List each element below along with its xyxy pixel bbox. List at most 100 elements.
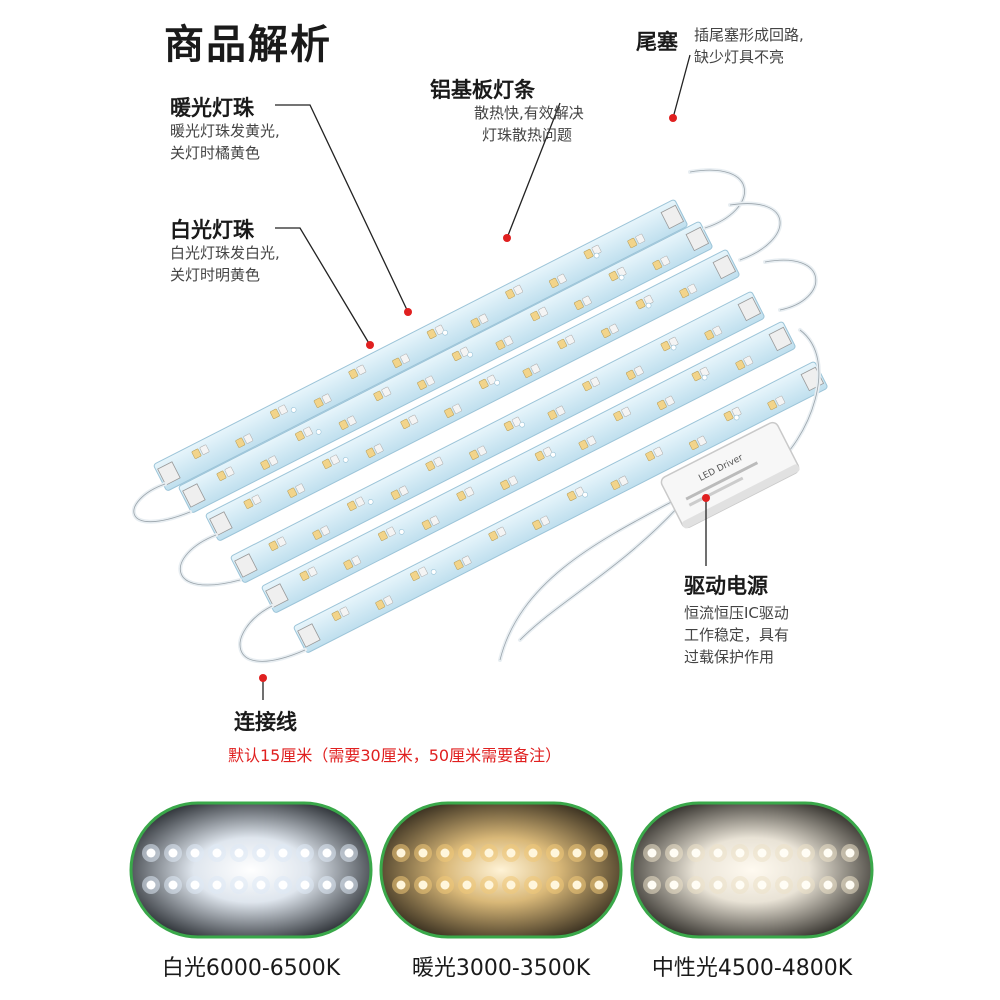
led-point (823, 848, 833, 858)
warm-led-bead (657, 399, 667, 410)
connector-wire (688, 168, 747, 230)
white-led-bead (565, 334, 575, 345)
warm-led-bead (425, 460, 436, 471)
warm-led-bead (691, 370, 702, 382)
white-led-bead (653, 446, 663, 457)
warm-led-bead (243, 498, 254, 509)
connector-wire (178, 533, 242, 587)
warm-led-bead (547, 409, 558, 420)
white-led-bead (712, 325, 723, 336)
aluminum-strip-desc-2: 灯珠散热问题 (482, 126, 573, 144)
warm-led-bead (601, 327, 611, 338)
white-led-bead (665, 395, 675, 406)
warm-led-bead (652, 259, 663, 271)
white-led-bead (582, 295, 592, 306)
warm-led-bead (549, 277, 559, 288)
white-led-bead (634, 365, 644, 376)
white-led-bead (383, 595, 394, 606)
driver-desc-3: 过载保护作用 (684, 648, 775, 666)
warm-led-bead (557, 338, 567, 350)
warm-led-bead (679, 287, 690, 299)
led-point (594, 880, 604, 890)
swatch-warm-white (379, 801, 623, 939)
led-point (168, 880, 178, 890)
led-strip-illustration: LED Driver (131, 54, 828, 700)
warm-led-bead (608, 270, 619, 282)
driver-heading: 驱动电源 (684, 574, 768, 598)
end-plug-desc-1: 插尾塞形成回路, (694, 26, 804, 44)
white-led-bead (434, 324, 445, 335)
white-led-bead (478, 313, 489, 324)
swatch-label-warm: 暖光3000-3500K (411, 956, 591, 981)
led-point (691, 880, 701, 890)
warm-led-bead (505, 288, 515, 300)
end-plug-heading: 尾塞 (636, 30, 678, 54)
led-point (823, 880, 833, 890)
led-strip (205, 249, 740, 541)
led-point (418, 880, 428, 890)
led-point (757, 848, 767, 858)
led-point (256, 880, 266, 890)
led-point (647, 880, 657, 890)
warm-led-bead (488, 530, 499, 541)
warm-led-bead (268, 540, 279, 551)
white-led-bead (224, 466, 235, 477)
warm-led-bead (451, 350, 462, 362)
page-title: 商品解析 (164, 22, 332, 68)
led-point (300, 848, 310, 858)
connector-note: 默认15厘米（需要30厘米，50厘米需要备注） (228, 746, 562, 765)
warm-led-bead (299, 570, 310, 581)
led-point (572, 880, 582, 890)
warm-led-bead (365, 447, 376, 458)
warm-led-bead (287, 487, 298, 498)
warm-led-bead (478, 378, 489, 390)
led-point (300, 880, 310, 890)
white-led-bead (330, 454, 340, 465)
led-point (691, 848, 701, 858)
warm-bead-desc-2: 关灯时橘黄色 (170, 144, 261, 162)
white-led-bead (408, 414, 419, 425)
warm-led-bead (390, 489, 401, 500)
white-bead-heading: 白光灯珠 (170, 218, 254, 242)
driver-desc-2: 工作稳定，具有 (684, 626, 790, 644)
warm-led-bead (392, 357, 402, 368)
connector-wire (763, 258, 818, 312)
white-led-bead (199, 444, 210, 455)
warm-led-bead (767, 399, 778, 411)
warm-led-bead (645, 450, 655, 462)
led-point (168, 848, 178, 858)
light-swatches (129, 801, 874, 939)
led-point (344, 880, 354, 890)
warm-led-bead (495, 339, 506, 350)
white-led-bead (621, 406, 631, 417)
swatch-neutral-white (630, 801, 874, 939)
warm-led-bead (410, 570, 420, 581)
swatch-label-cool: 白光6000-6500K (161, 956, 341, 981)
warm-led-bead (503, 420, 514, 432)
led-strip (178, 221, 713, 513)
callout-lines (262, 54, 707, 700)
led-point (801, 880, 811, 890)
led-point (440, 880, 450, 890)
white-led-bead (321, 393, 332, 404)
connector-heading: 连接线 (234, 710, 297, 734)
led-point (801, 848, 811, 858)
white-led-bead (373, 443, 384, 454)
white-led-bead (609, 323, 619, 334)
white-led-bead (503, 335, 514, 346)
white-led-bead (243, 433, 254, 444)
warm-led-bead (312, 529, 323, 540)
led-strips (153, 199, 828, 653)
warm-led-bead (444, 407, 454, 418)
led-point (735, 848, 745, 858)
led-point (669, 848, 679, 858)
white-led-bead (355, 496, 365, 507)
white-led-bead (307, 566, 318, 577)
white-led-bead (381, 386, 392, 397)
warm-led-bead (470, 317, 481, 328)
warm-led-bead (421, 519, 432, 530)
white-led-bead (320, 525, 331, 536)
led-point (757, 880, 767, 890)
led-point (779, 880, 789, 890)
white-led-bead (496, 526, 507, 537)
